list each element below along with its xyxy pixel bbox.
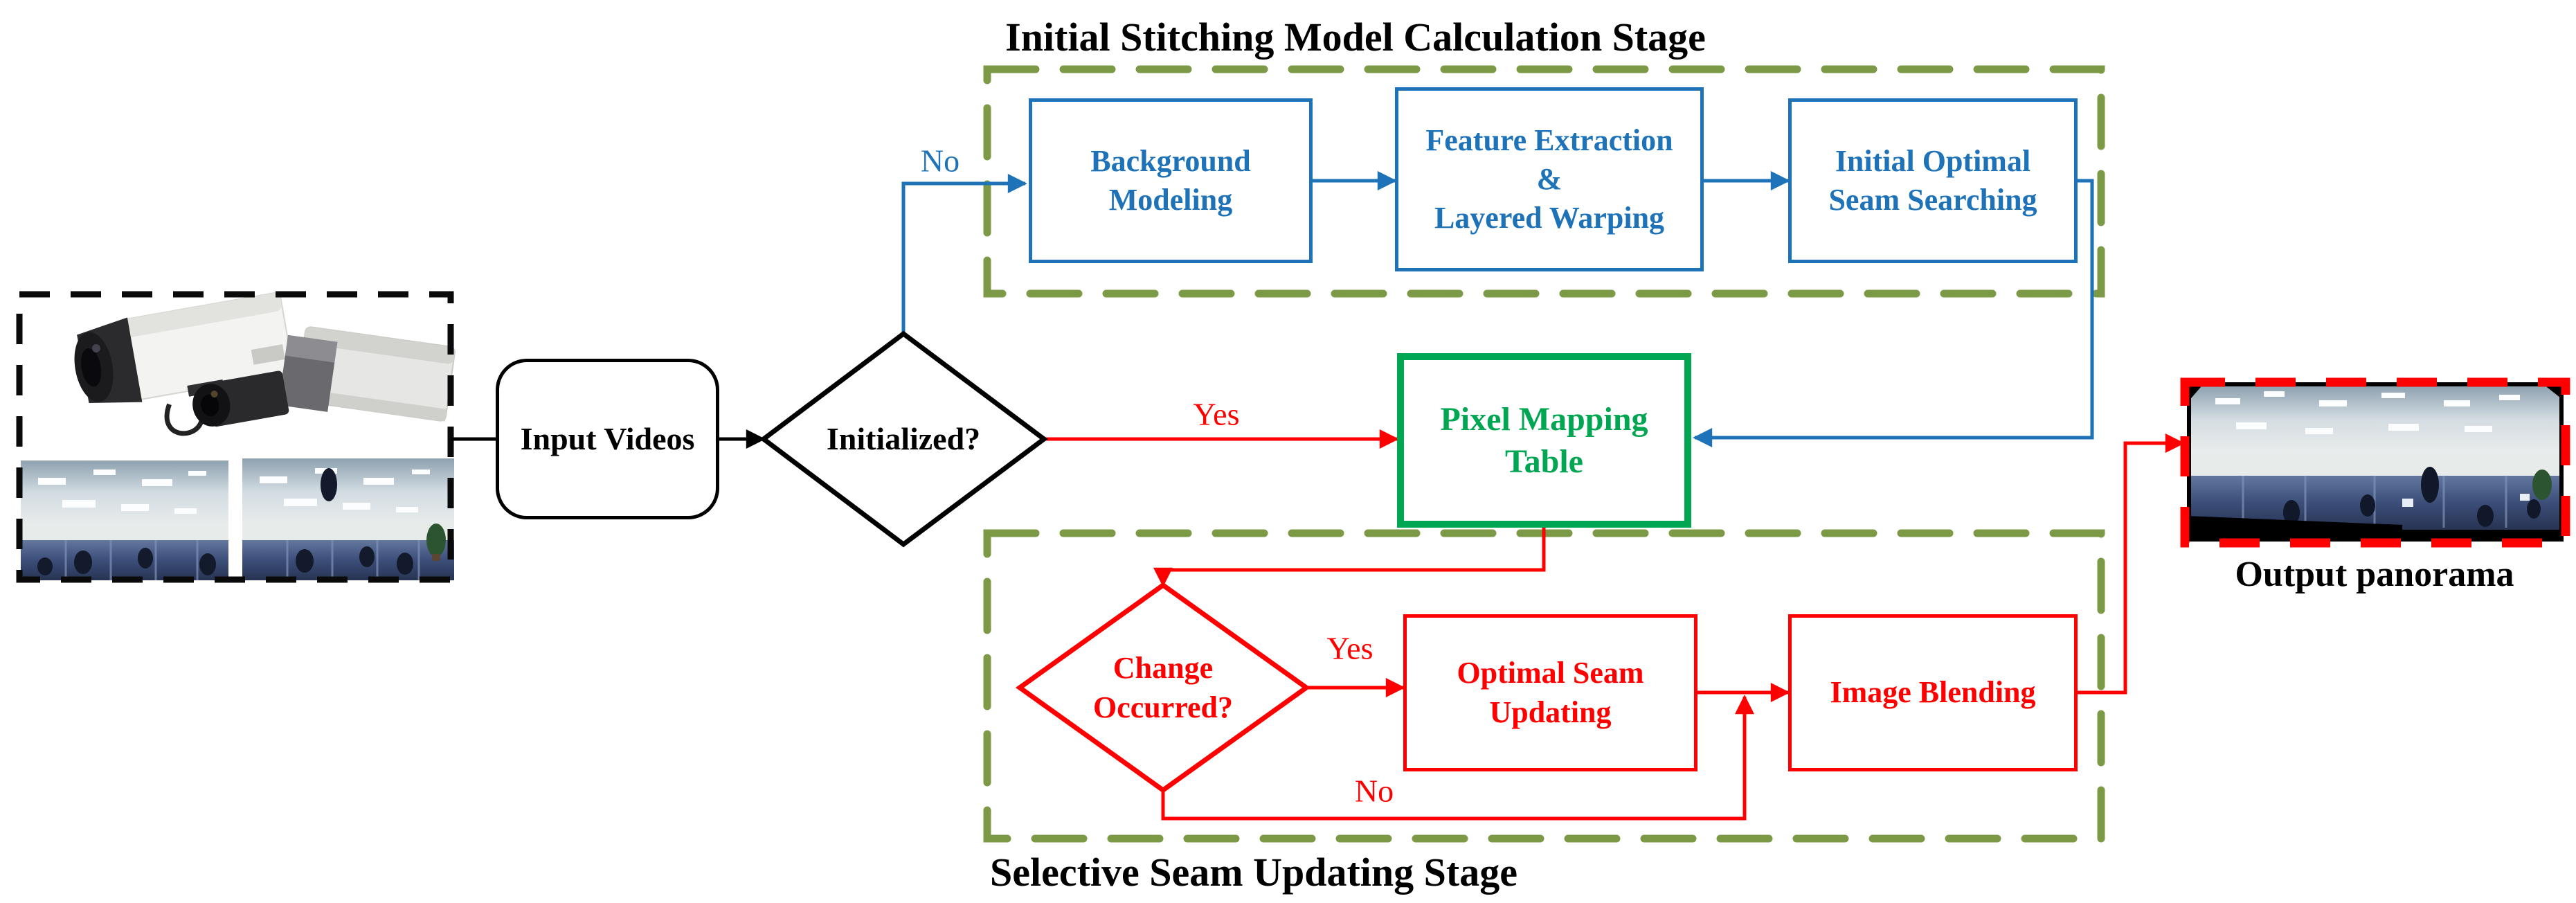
initial-stage-title: Initial Stitching Model Calculation Stag… [1005,15,1706,60]
node-optimal-seam-line1: Optimal Seam [1457,656,1644,690]
output-panorama-photo [2187,382,2564,542]
node-background-modeling: Background Modeling [1029,98,1313,263]
room-photo-right [242,458,454,580]
node-optimal-seam-line2: Updating [1489,695,1612,729]
camera-photo-left [74,292,294,436]
edge-label-yes-bottom: Yes [1326,630,1373,666]
output-panorama-dashed-border [2180,377,2570,548]
node-initial-seam-searching: Initial Optimal Seam Searching [1788,98,2078,263]
edge-no-to-background [901,174,1027,334]
room-photo-left [21,461,228,580]
node-feature-extraction-line3: Layered Warping [1434,201,1665,235]
input-collage-dashed-border [16,291,454,583]
change-occurred-line1: Change [1113,650,1214,685]
node-image-blending: Image Blending [1788,614,2078,771]
node-pixel-mapping-table: Pixel Mapping Table [1397,353,1691,528]
node-initial-seam-line2: Seam Searching [1828,183,2037,217]
edge-table-to-change [1153,528,1546,587]
node-initial-seam-line1: Initial Optimal [1835,143,2031,178]
initial-stage-dashed-border [983,65,2105,298]
node-input-videos-label: Input Videos [520,420,695,456]
node-background-modeling-line1: Background [1090,143,1251,178]
node-image-blending-line1: Image Blending [1830,675,2036,710]
edge-label-no-top: No [920,143,960,179]
change-occurred-line2: Occurred? [1092,690,1234,724]
node-background-modeling-line2: Modeling [1108,183,1233,217]
node-pixel-mapping-line2: Table [1505,443,1583,480]
edge-label-no-bottom: No [1354,773,1394,809]
node-feature-extraction-line2: & [1536,161,1562,196]
change-occurred-diamond [1015,582,1311,794]
node-optimal-seam-updating: Optimal Seam Updating [1403,614,1697,771]
node-feature-extraction-line1: Feature Extraction [1425,123,1673,157]
initialized-diamond-label: Initialized? [826,421,981,457]
edge-label-yes-mid: Yes [1193,396,1240,432]
camera-photo-right [192,326,456,427]
edge-no-bypass [1161,695,1754,821]
updating-stage-title: Selective Seam Updating Stage [990,850,1517,895]
change-occurred-diamond-label: Change Occurred? [1093,648,1233,727]
node-pixel-mapping-line1: Pixel Mapping [1440,400,1648,438]
edge-blending-to-panorama [2078,433,2185,695]
node-feature-extraction: Feature Extraction & Layered Warping [1395,87,1704,271]
node-input-videos: Input Videos [496,359,719,519]
initialized-diamond [759,330,1048,548]
output-panorama-caption: Output panorama [2235,555,2514,594]
edge-seam-to-table [1693,179,2094,447]
